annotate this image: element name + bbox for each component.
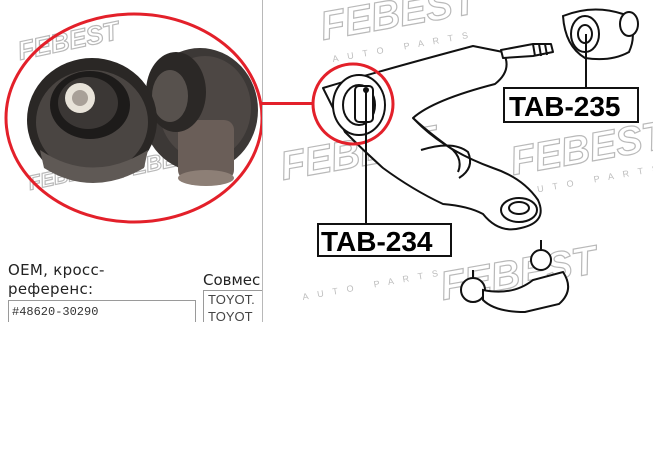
oem-label-line2: референс: bbox=[8, 280, 94, 298]
parts-diagram: FEBEST AUTO PARTS FEBEST AUTO PARTS FEBE… bbox=[263, 0, 653, 322]
callout-tab234: TAB-234 bbox=[317, 223, 452, 257]
compatibility-list[interactable]: TOYOT. TOYOT bbox=[203, 290, 262, 322]
compatibility-label: Совмес bbox=[203, 271, 261, 289]
callout-tab234-label: TAB-234 bbox=[321, 226, 433, 257]
bushing-back-icon bbox=[142, 48, 258, 186]
compatibility-item[interactable]: TOYOT. bbox=[208, 292, 255, 307]
oem-label: OEM, кросс- референс: bbox=[8, 261, 105, 299]
panel-divider bbox=[262, 0, 263, 322]
compatibility-item[interactable]: TOYOT bbox=[208, 309, 253, 322]
bushing-photo: FEBEST FEBEST FEBEST FEBEST bbox=[4, 12, 262, 224]
diagram-bushing-rear-icon bbox=[561, 8, 639, 61]
diagram-highlight-circle bbox=[311, 62, 395, 146]
oem-number-field[interactable]: #48620-30290 bbox=[8, 300, 196, 322]
diagram-bushing-front-icon bbox=[332, 74, 386, 136]
callout-tab235: TAB-235 bbox=[503, 87, 639, 123]
product-photo: FEBEST FEBEST FEBEST FEBEST bbox=[0, 0, 262, 258]
callout-tab235-label: TAB-235 bbox=[509, 91, 621, 122]
suspension-arm-diagram: FEBEST AUTO PARTS FEBEST AUTO PARTS FEBE… bbox=[276, 0, 653, 314]
bushing-front-icon bbox=[27, 58, 157, 183]
oem-label-line1: OEM, кросс- bbox=[8, 261, 105, 279]
ball-joint-icon bbox=[460, 240, 570, 314]
highlight-ellipse bbox=[4, 12, 262, 224]
diagram-watermark-sub-3: AUTO PARTS bbox=[302, 267, 448, 302]
control-arm-icon bbox=[322, 43, 554, 231]
photo-watermark-1: FEBEST bbox=[15, 15, 124, 66]
connector-line bbox=[262, 102, 312, 105]
